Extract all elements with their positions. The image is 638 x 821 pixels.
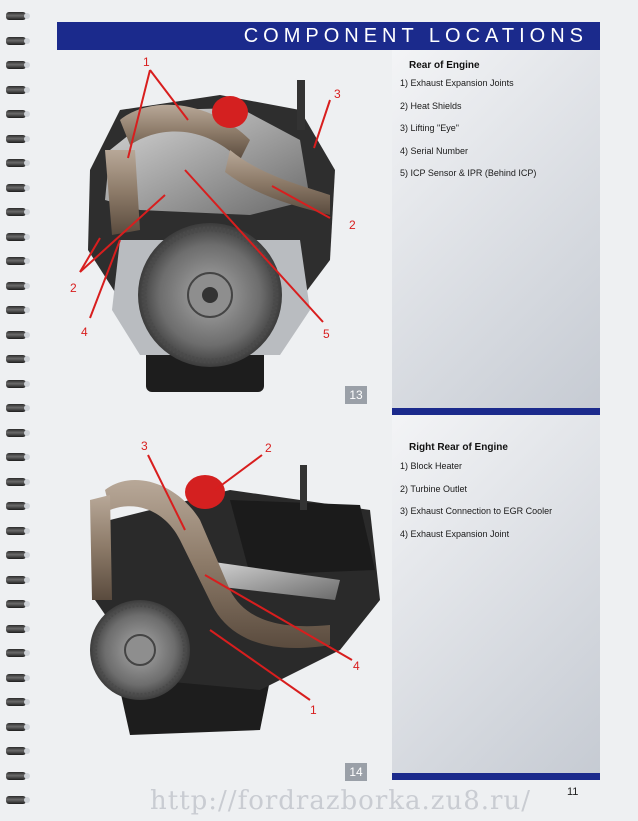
callout-labels-fig13: 1 3 2 2 4 5	[70, 55, 356, 341]
binding-ring	[6, 61, 30, 69]
exhaust-pipe	[105, 150, 140, 235]
callout-label: 4	[353, 659, 360, 673]
binding-ring	[6, 281, 30, 290]
binding-ring	[6, 306, 30, 314]
list-item: 2) Heat Shields	[400, 100, 462, 111]
valve-cover	[230, 500, 375, 575]
callout-label: 2	[265, 441, 272, 455]
section-right-rear-panel: Right Rear of Engine 1) Block Heater 2) …	[392, 415, 600, 773]
list-item: 1) Block Heater	[400, 461, 463, 471]
section-divider	[392, 773, 600, 780]
callout-label: 5	[323, 327, 330, 341]
binding-ring	[6, 232, 30, 241]
page-title: COMPONENT LOCATIONS	[57, 22, 600, 50]
component-list: 1) Exhaust Expansion Joints 2) Heat Shie…	[400, 78, 536, 191]
list-item: 1) Exhaust Expansion Joints	[400, 78, 514, 88]
callout-label: 1	[143, 55, 150, 69]
binding-ring	[6, 183, 30, 192]
watermark-url: http://fordrazborka.zu8.ru/	[150, 786, 531, 816]
binding-ring	[6, 134, 30, 143]
callout-lines-fig13	[79, 69, 331, 323]
lifting-eye	[300, 465, 307, 510]
binding-ring	[6, 477, 30, 486]
binding-ring	[6, 355, 30, 363]
callout-label: 3	[141, 439, 148, 453]
binding-ring	[6, 12, 30, 20]
binding-ring	[6, 673, 30, 682]
binding-ring	[6, 747, 30, 755]
binding-ring	[6, 649, 30, 657]
binding-ring	[6, 404, 30, 412]
callout-lines-fig14	[147, 454, 353, 701]
callout-label: 4	[81, 325, 88, 339]
exhaust-pipe	[225, 150, 330, 215]
callout-label: 2	[349, 218, 356, 232]
list-item: 5) ICP Sensor & IPR (Behind ICP)	[400, 168, 537, 178]
binding-ring	[6, 698, 30, 706]
section-title: Right Rear of Engine	[409, 442, 508, 453]
engine-right-rear-photo	[90, 465, 380, 735]
callout-label: 2	[70, 281, 77, 295]
binding-ring	[6, 379, 30, 388]
list-item: 3) Lifting "Eye"	[400, 123, 459, 133]
binding-ring	[6, 624, 30, 633]
engine-rear-photo	[88, 80, 335, 392]
binding-ring	[6, 85, 30, 94]
binding-ring	[6, 526, 30, 535]
binding-ring	[6, 502, 30, 510]
section-title: Rear of Engine	[409, 60, 480, 71]
binding-ring	[6, 771, 30, 780]
lifting-eye	[297, 80, 305, 130]
spiral-binding	[0, 0, 34, 821]
binding-ring	[6, 110, 30, 118]
binding-ring	[6, 551, 30, 559]
section-rear-panel: Rear of Engine 1) Exhaust Expansion Join…	[392, 50, 600, 409]
section-divider	[392, 408, 600, 415]
binding-ring	[6, 428, 30, 437]
figure-number-badge: 13	[345, 386, 367, 404]
binding-ring	[6, 575, 30, 584]
callout-labels-fig14: 3 2 4 1	[141, 439, 360, 717]
binding-ring	[6, 722, 30, 731]
binding-ring	[6, 257, 30, 265]
binding-ring	[6, 453, 30, 461]
turbine-outlet-cap	[212, 96, 248, 128]
list-item: 2) Turbine Outlet	[400, 483, 468, 494]
binding-ring	[6, 600, 30, 608]
exhaust-manifold	[200, 560, 340, 600]
callout-label: 3	[334, 87, 341, 101]
component-list: 1) Block Heater 2) Turbine Outlet 3) Exh…	[400, 461, 552, 551]
list-item: 3) Exhaust Connection to EGR Cooler	[400, 506, 553, 516]
figure-number-badge: 14	[345, 763, 367, 781]
page-number: 11	[567, 786, 579, 798]
egr-exhaust-pipe	[105, 480, 330, 649]
list-item: 4) Serial Number	[400, 145, 469, 156]
binding-ring	[6, 159, 30, 167]
list-item: 4) Exhaust Expansion Joint	[400, 528, 510, 539]
turbine-outlet-cap	[185, 475, 225, 509]
binding-ring	[6, 36, 30, 45]
binding-ring	[6, 330, 30, 339]
exhaust-pipe	[90, 495, 112, 600]
binding-ring	[6, 796, 30, 804]
callout-label: 1	[310, 703, 317, 717]
binding-ring	[6, 208, 30, 216]
